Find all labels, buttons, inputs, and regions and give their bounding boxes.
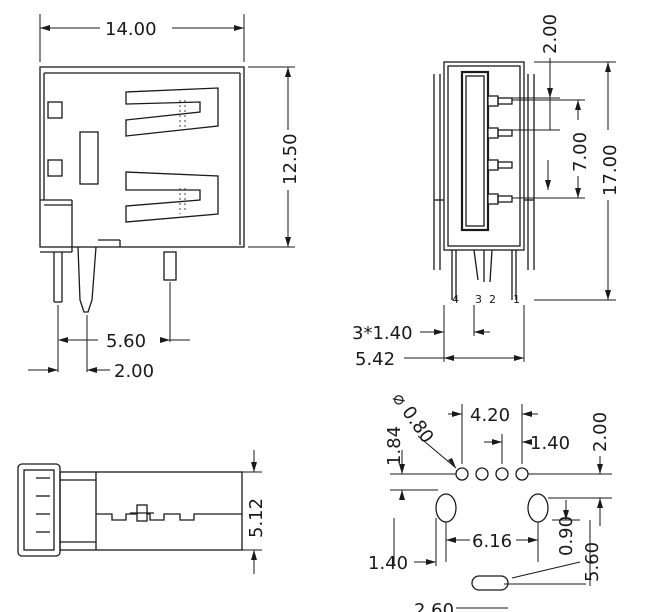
pcb-slot-gap-label: 5.60 (582, 542, 603, 582)
pcb-bottom-label: 2.60 (414, 600, 454, 612)
front-view: 14.00 (28, 14, 301, 382)
side-view: 4 3 2 1 2.00 7.00 17.00 (352, 14, 621, 370)
pcb-mount-span-label: 6.16 (472, 531, 512, 552)
front-width-label: 14.00 (105, 19, 157, 40)
pcb-span-label: 4.20 (470, 405, 510, 426)
pcb-top-label: 2.00 (590, 412, 611, 452)
front-height-label: 12.50 (280, 133, 301, 185)
pin-label-3: 3 (475, 293, 482, 306)
pcb-row-offset-label: 1.84 (384, 426, 405, 466)
pcb-pitch-label: 1.40 (530, 433, 570, 454)
pcb-left-label: 1.40 (368, 553, 408, 574)
side-height-label: 17.00 (600, 144, 621, 196)
pin-label-1: 1 (513, 293, 520, 306)
pcb-slot-label: 0.90 (556, 516, 577, 556)
pin-label-4: 4 (452, 293, 459, 306)
pcb-layout: ⌀ 0.80 4.20 1.40 1.84 2.00 (368, 389, 612, 612)
top-view: 5.12 (17, 450, 267, 574)
top-height-label: 5.12 (246, 498, 267, 538)
side-width-label: 5.42 (355, 349, 395, 370)
side-top-label: 2.00 (540, 14, 561, 54)
side-pitch-label: 3*1.40 (352, 323, 413, 344)
pin-pitch-label: 2.00 (114, 361, 154, 382)
pin-label-2: 2 (489, 293, 496, 306)
pin-offset-label: 5.60 (106, 331, 146, 352)
side-pin-span-label: 7.00 (570, 132, 591, 172)
